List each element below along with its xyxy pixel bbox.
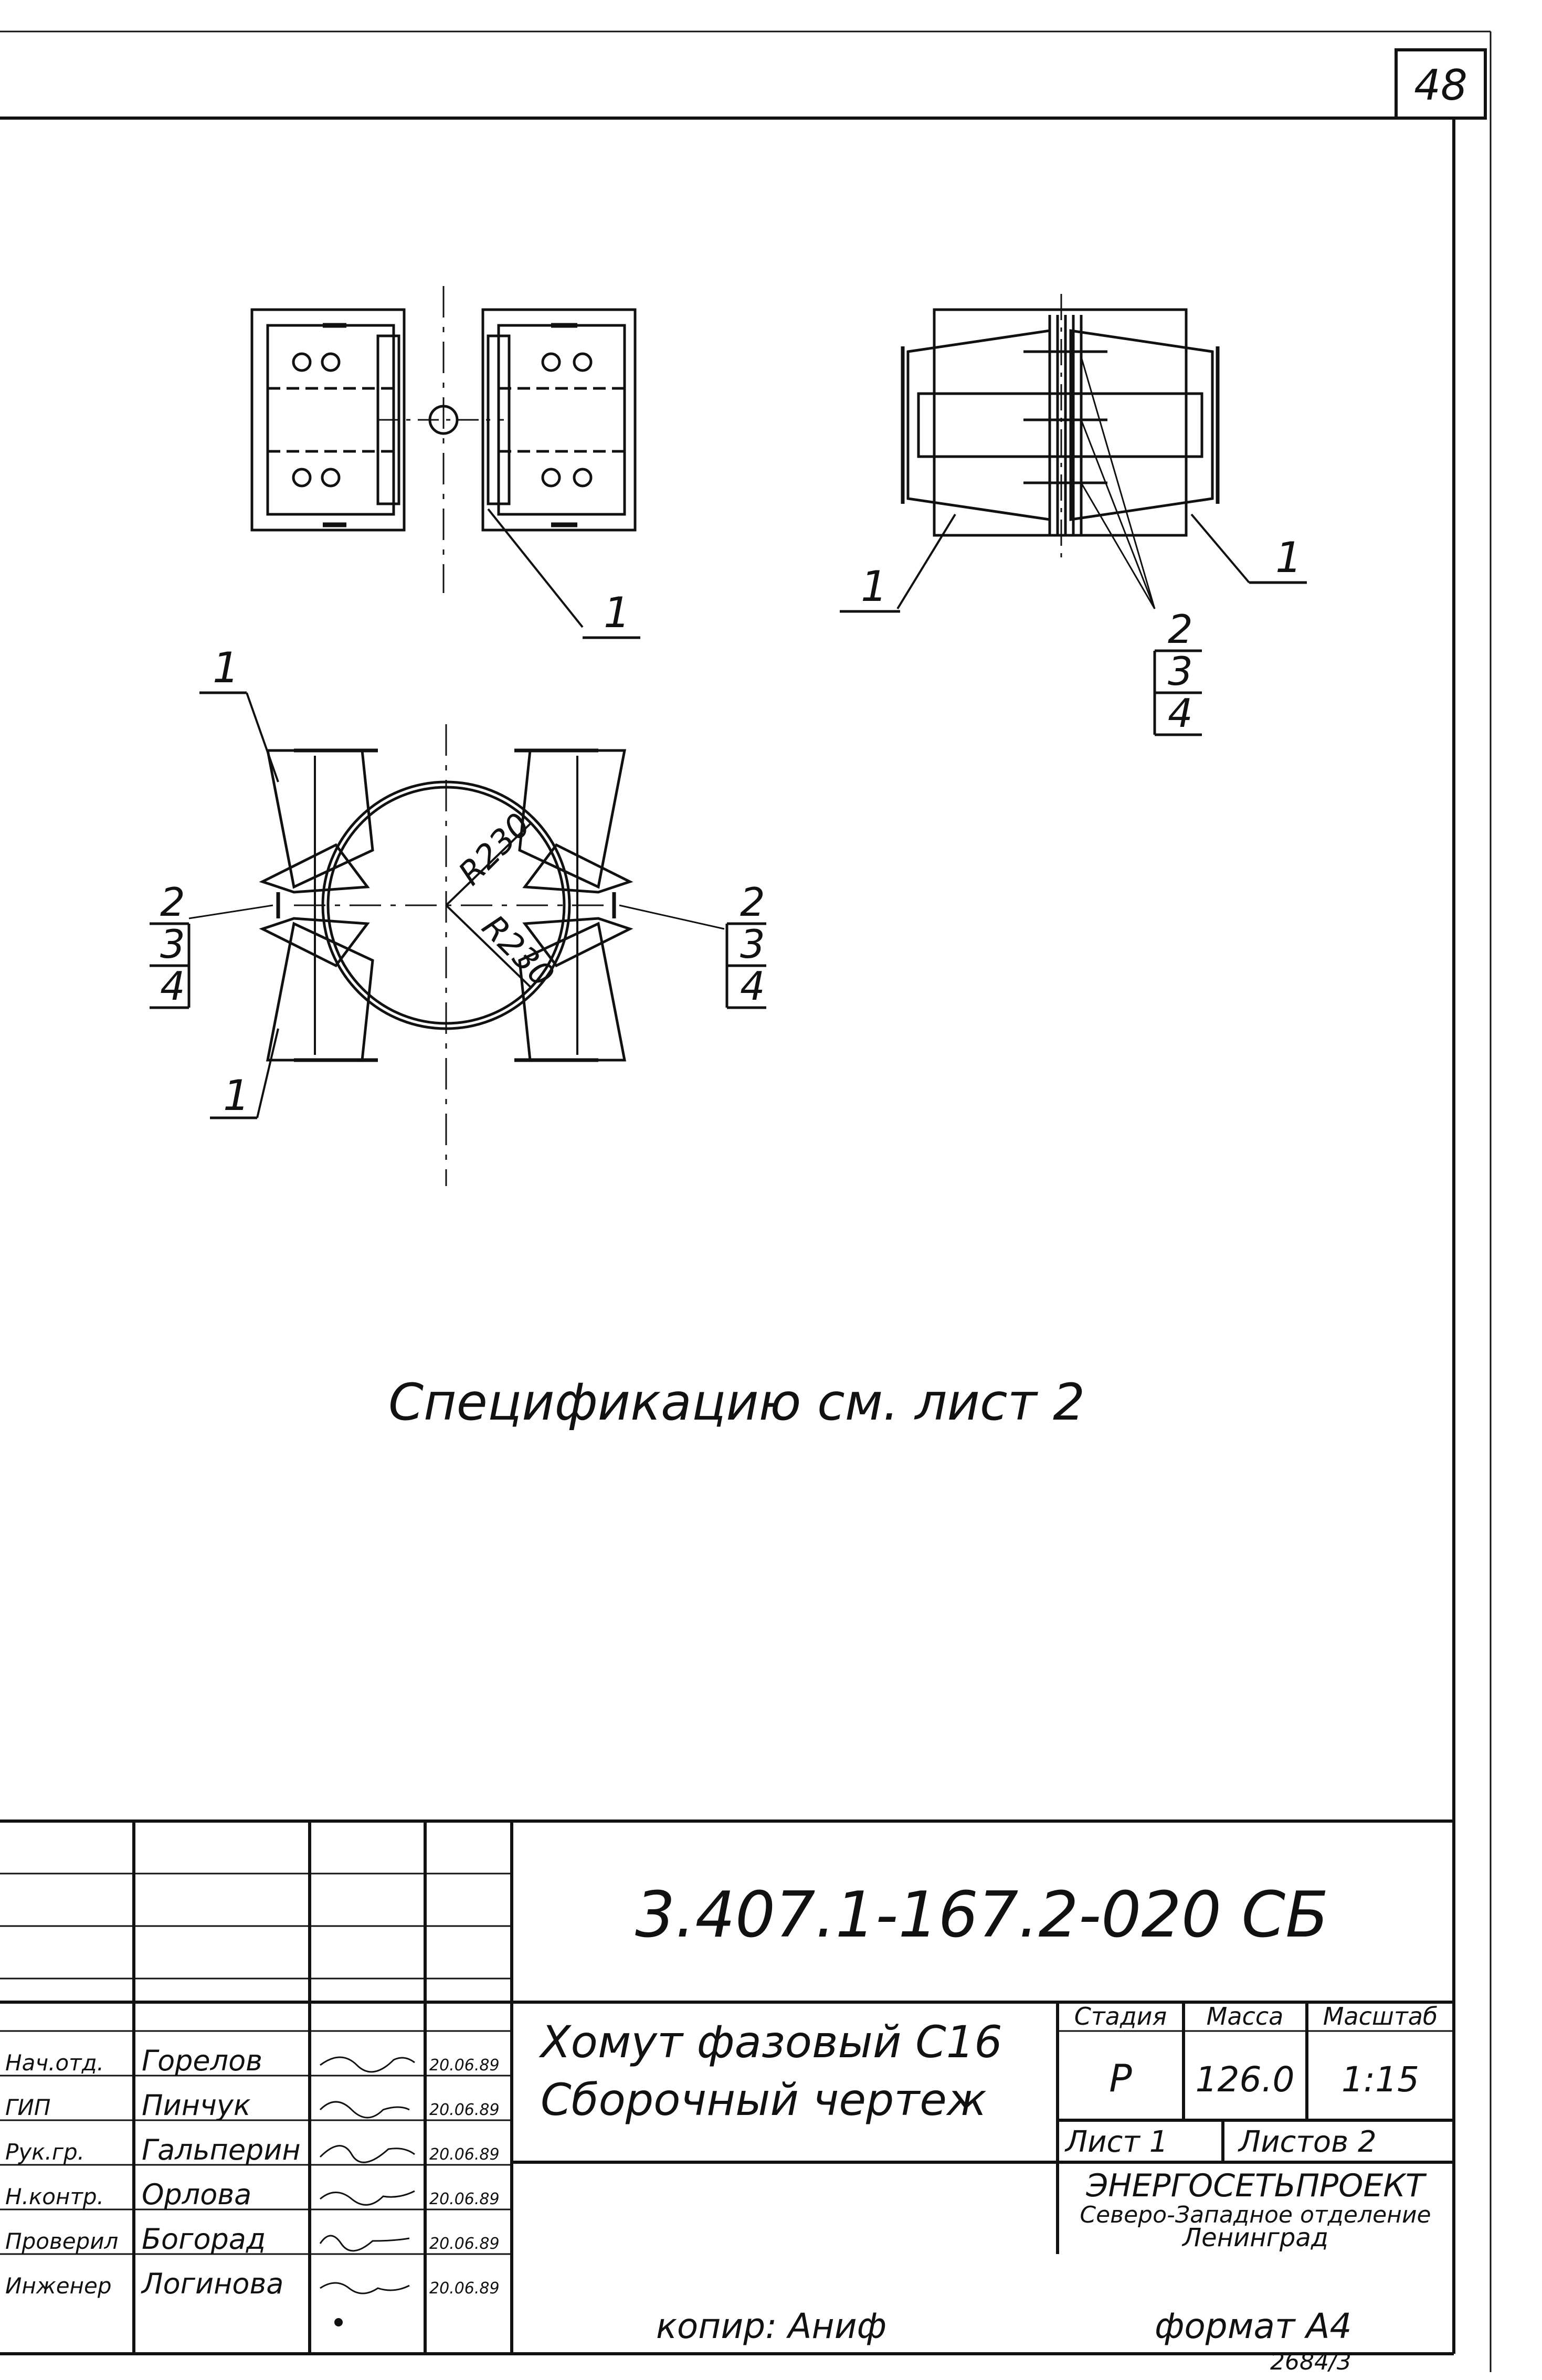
front-view-part4-right-label: 4 xyxy=(740,963,765,1009)
side-view xyxy=(840,294,1307,736)
mass-value: 126.0 xyxy=(1196,2059,1295,2100)
sheet-label: Лист 1 xyxy=(1064,2125,1168,2159)
signature-table: Нач.отд. Горелов 20.06.89 ГИП Пинчук 20.… xyxy=(5,2044,500,2300)
front-view-part4-left-label: 4 xyxy=(160,963,185,1009)
signature-role: Н.контр. xyxy=(5,2184,104,2209)
top-view xyxy=(250,286,640,639)
signature-date: 20.06.89 xyxy=(429,2145,500,2164)
side-view-part3-label: 3 xyxy=(1168,648,1193,694)
sheet-frame xyxy=(0,30,1492,2372)
front-view xyxy=(150,691,766,1186)
archive-number: 2684/3 xyxy=(1270,2349,1351,2375)
scale-value: 1:15 xyxy=(1342,2059,1419,2100)
side-view-part2-label: 2 xyxy=(1168,606,1193,652)
top-view-part1-label: 1 xyxy=(604,588,630,637)
signature-row: Рук.гр. Гальперин 20.06.89 xyxy=(5,2133,500,2166)
front-view-part2-right-label: 2 xyxy=(740,879,765,925)
front-view-part3-right-label: 3 xyxy=(740,921,765,967)
front-view-part2-left-label: 2 xyxy=(160,879,185,925)
signature-name: Горелов xyxy=(142,2044,262,2077)
spec-note: Спецификацию см. лист 2 xyxy=(388,1373,1085,1432)
signature-date: 20.06.89 xyxy=(429,2279,500,2298)
org-branch: Северо-Западное отделение xyxy=(1080,2202,1431,2228)
page-number: 48 xyxy=(1414,61,1467,110)
front-view-part3-left-label: 3 xyxy=(160,921,185,967)
stage-value: Р xyxy=(1109,2056,1132,2100)
signature-date: 20.06.89 xyxy=(429,2056,500,2075)
signature-date: 20.06.89 xyxy=(429,2190,500,2208)
front-view-part1-bottom-label: 1 xyxy=(223,1071,250,1120)
side-view-part4-label: 4 xyxy=(1168,690,1193,736)
signature-name: Логинова xyxy=(141,2267,283,2300)
signature-role: Нач.отд. xyxy=(5,2050,104,2076)
sheets-label: Листов 2 xyxy=(1238,2125,1377,2159)
signature-role: Рук.гр. xyxy=(5,2139,85,2165)
signature-date: 20.06.89 xyxy=(429,2101,500,2119)
signature-role: Проверил xyxy=(5,2228,118,2254)
drawing-type: Сборочный чертеж xyxy=(541,2074,987,2125)
signature-name: Богорад xyxy=(142,2223,266,2256)
signature-row: Проверил Богорад 20.06.89 xyxy=(5,2223,500,2256)
signature-role: Инженер xyxy=(5,2273,112,2299)
stage-header: Стадия xyxy=(1074,2002,1167,2030)
signature-row: ГИП Пинчук 20.06.89 xyxy=(5,2089,500,2122)
copy-note: копир: Аниф xyxy=(656,2306,886,2346)
format-note: формат А4 xyxy=(1155,2306,1352,2346)
signature-row: Инженер Логинова 20.06.89 xyxy=(5,2267,500,2300)
part-name: Хомут фазовый С16 xyxy=(538,2016,1002,2068)
title-block xyxy=(0,1820,1454,2354)
front-view-radius-lower: R230 xyxy=(474,907,562,995)
signature-row: Н.контр. Орлова 20.06.89 xyxy=(5,2178,500,2211)
scale-header: Масштаб xyxy=(1323,2002,1438,2030)
signature-name: Орлова xyxy=(142,2178,251,2211)
org-name: ЭНЕРГОСЕТЬПРОЕКТ xyxy=(1085,2167,1427,2204)
signature-row: Нач.отд. Горелов 20.06.89 xyxy=(5,2044,500,2077)
front-view-part1-top-label: 1 xyxy=(213,643,239,692)
side-view-part1-left-label: 1 xyxy=(861,562,888,611)
signature-name: Гальперин xyxy=(142,2133,301,2166)
side-view-part1-right-label: 1 xyxy=(1275,533,1302,582)
punch-dot xyxy=(334,2318,343,2326)
signature-role: ГИП xyxy=(5,2095,50,2120)
signature-name: Пинчук xyxy=(142,2089,251,2122)
document-designation: 3.407.1-167.2-020 СБ xyxy=(635,1879,1328,1952)
page-number-box: 48 xyxy=(1395,48,1487,120)
org-city: Ленинград xyxy=(1181,2223,1328,2252)
mass-header: Масса xyxy=(1207,2002,1284,2030)
signature-date: 20.06.89 xyxy=(429,2235,500,2253)
